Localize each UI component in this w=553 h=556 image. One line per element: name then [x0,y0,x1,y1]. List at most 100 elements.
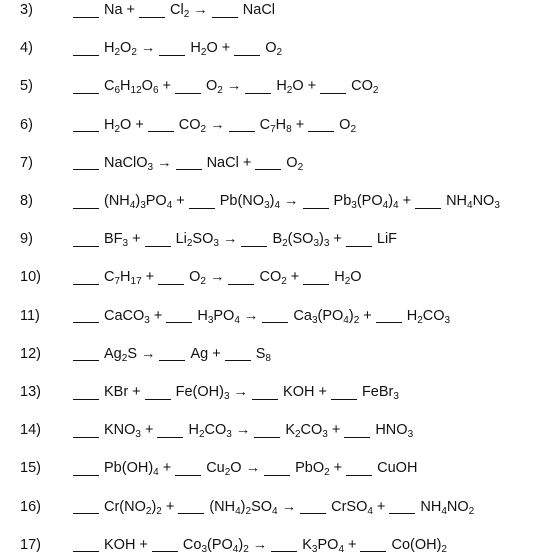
coefficient-blank[interactable] [158,270,185,285]
chemical-formula: Pb(NO3)4 [219,193,281,211]
coefficient-blank[interactable] [330,385,357,400]
chemical-formula: NaClO3 [104,154,154,173]
reaction-arrow: → [222,231,238,248]
equation: KBr+Fe(OH)3→KOH+FeBr3 [73,384,403,402]
coefficient-blank[interactable] [73,41,99,56]
coefficient-blank[interactable] [73,232,99,247]
coefficient-blank[interactable] [344,423,371,438]
equation: CaCO3+H3PO4→Ca3(PO4)2+H2CO3 [73,307,454,326]
coefficient-blank[interactable] [73,385,99,400]
plus-sign: + [132,384,141,400]
coefficient-blank[interactable] [234,41,261,56]
plus-sign: + [348,536,357,553]
coefficient-blank[interactable] [174,79,201,94]
coefficient-blank[interactable] [228,270,255,285]
coefficient-blank[interactable] [264,461,291,476]
coefficient-blank[interactable] [157,423,184,438]
problem-number: 9) [20,231,33,248]
coefficient-blank[interactable] [73,3,99,18]
coefficient-blank[interactable] [73,270,99,285]
coefficient-blank[interactable] [252,385,279,400]
coefficient-blank[interactable] [147,117,174,133]
coefficient-blank[interactable] [211,3,238,18]
equation: KOH+Co3(PO4)2→K3PO4+Co(OH)2 [73,536,451,555]
chemical-formula: H2CO3 [406,307,451,326]
coefficient-blank[interactable] [245,79,272,94]
chemical-formula: S8 [255,345,271,364]
coefficient-blank[interactable] [73,308,99,324]
coefficient-blank[interactable] [73,461,99,476]
coefficient-blank[interactable] [73,423,99,438]
problem-number: 14) [20,422,41,439]
plus-sign: + [126,2,136,18]
coefficient-blank[interactable] [241,232,268,247]
coefficient-blank[interactable] [228,117,255,133]
reaction-arrow: → [281,498,297,515]
problem-number: 5) [20,78,33,95]
equation: BF3+Li2SO3→B2(SO3)3+LiF [73,231,401,249]
chemical-formula: H2O [334,269,362,288]
coefficient-blank[interactable] [175,461,202,476]
equation: Ag2S→Ag+S8 [73,345,275,364]
coefficient-blank[interactable] [73,155,99,171]
problem-number: 11) [20,307,40,324]
equation: Cr(NO2)2+(NH4)2SO4→CrSO4+NH4NO2 [73,498,478,516]
chemical-formula: K3PO4 [302,536,344,555]
chemical-formula: Co(OH)2 [391,536,447,555]
chemical-formula: C7H17 [104,269,142,288]
coefficient-blank[interactable] [188,194,215,209]
coefficient-blank[interactable] [308,117,335,133]
coefficient-blank[interactable] [73,194,99,209]
coefficient-blank[interactable] [255,155,282,171]
coefficient-blank[interactable] [175,155,202,171]
reaction-arrow: → [252,536,268,553]
coefficient-blank[interactable] [360,537,387,553]
coefficient-blank[interactable] [254,423,281,438]
coefficient-blank[interactable] [345,232,372,247]
coefficient-blank[interactable] [224,346,251,362]
coefficient-blank[interactable] [375,308,402,324]
coefficient-blank[interactable] [271,537,298,553]
coefficient-blank[interactable] [73,537,99,553]
chemical-formula: O2 [286,154,304,173]
coefficient-blank[interactable] [389,499,416,515]
coefficient-blank[interactable] [178,499,205,515]
plus-sign: + [165,498,175,515]
coefficient-blank[interactable] [262,308,289,324]
coefficient-blank[interactable] [159,346,186,362]
coefficient-blank[interactable] [302,194,329,209]
coefficient-blank[interactable] [73,499,99,515]
coefficient-blank[interactable] [73,346,99,362]
problem-number: 7) [20,154,33,171]
chemical-formula: Fe(OH)3 [175,384,230,402]
coefficient-blank[interactable] [139,3,166,18]
chemical-formula: H2O2 [104,40,137,59]
plus-sign: + [290,269,300,286]
reaction-arrow: → [226,78,242,95]
plus-sign: + [176,193,185,209]
coefficient-blank[interactable] [73,79,99,94]
plus-sign: + [318,384,327,400]
chemical-formula: H3PO4 [197,307,240,326]
coefficient-blank[interactable] [159,41,186,56]
coefficient-blank[interactable] [300,499,327,515]
coefficient-blank[interactable] [144,232,171,247]
coefficient-blank[interactable] [166,308,193,324]
plus-sign: + [331,422,341,439]
coefficient-blank[interactable] [144,385,171,400]
coefficient-blank[interactable] [346,461,373,476]
chemical-formula: HNO3 [375,422,414,441]
problem-number: 13) [20,384,41,400]
coefficient-blank[interactable] [73,117,99,133]
coefficient-blank[interactable] [320,79,347,94]
chemical-formula: Pb3(PO4)4 [333,193,399,211]
plus-sign: + [295,116,305,133]
coefficient-blank[interactable] [151,537,178,553]
chemical-formula: NaCl [206,154,239,171]
equation: Na+Cl2→NaCl [73,2,279,20]
coefficient-blank[interactable] [303,270,330,285]
coefficient-blank[interactable] [415,194,442,209]
chemical-formula: H2CO3 [188,422,232,441]
chemical-formula: CO2 [178,116,207,135]
